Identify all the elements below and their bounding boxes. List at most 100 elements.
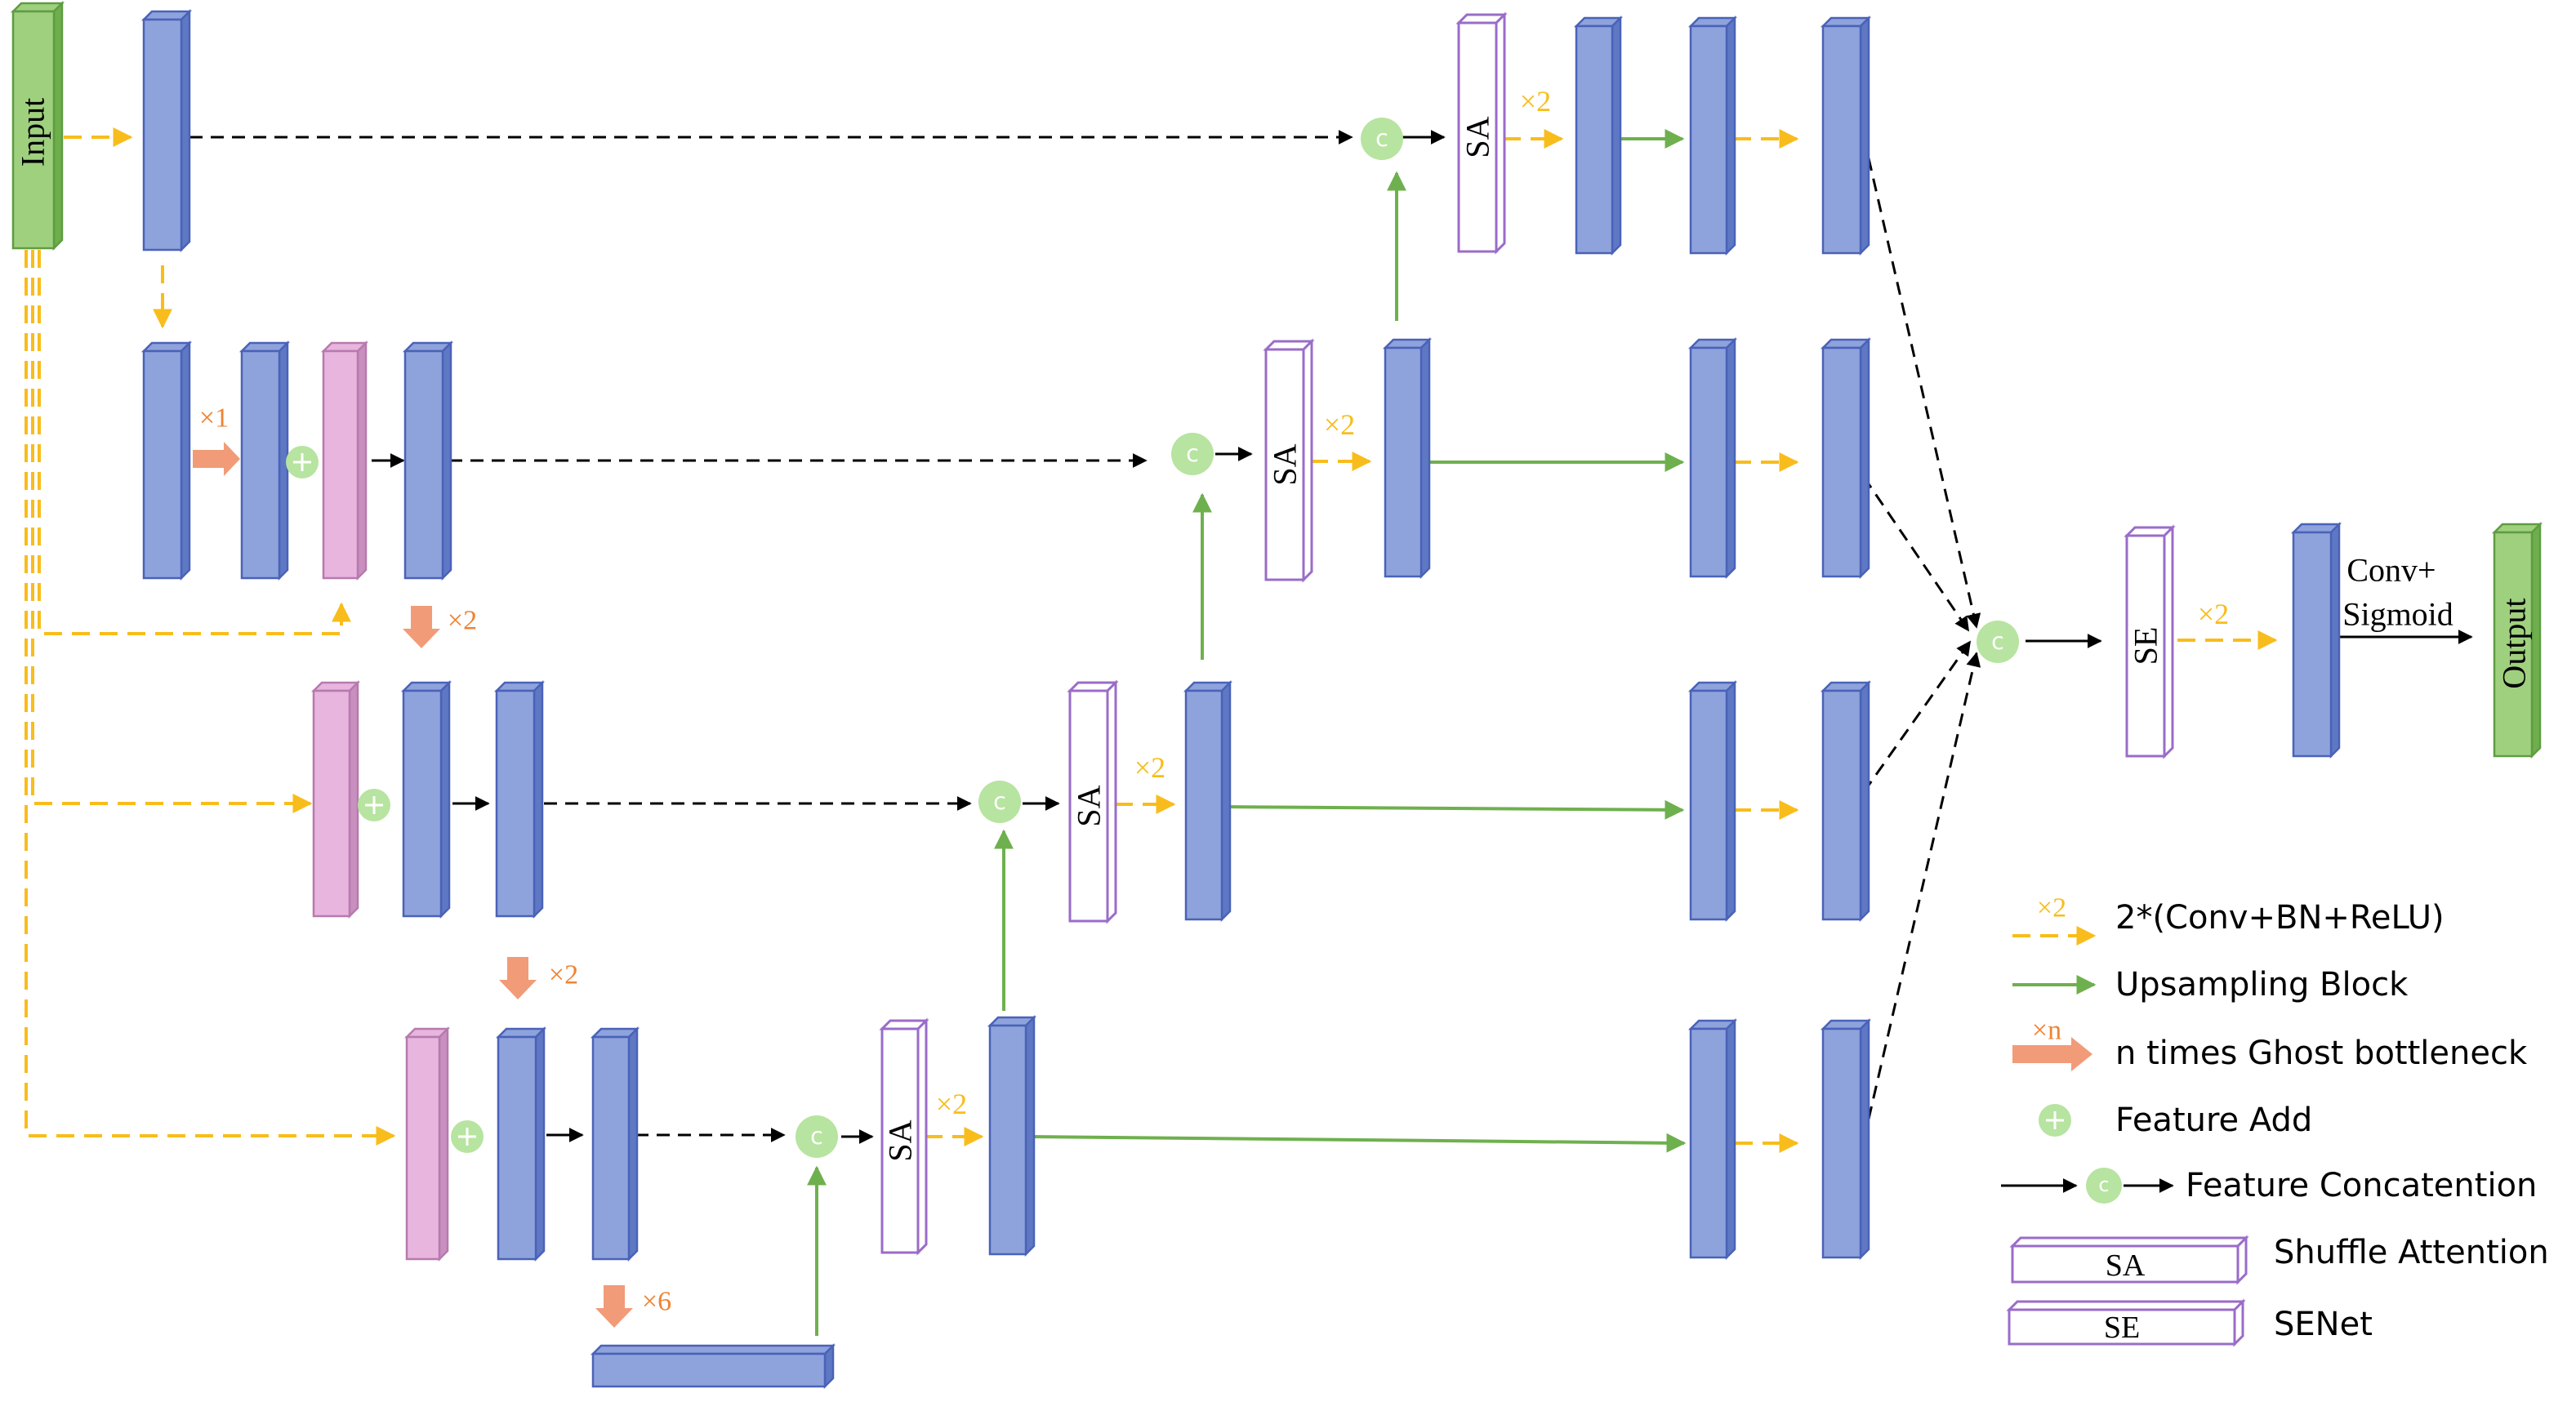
encoder-block-2c-front [403, 349, 444, 580]
legend-ghost-text: n times Ghost bottleneck [2115, 1035, 2528, 1072]
conv-times-row4: ×2 [936, 1088, 967, 1120]
decoder-block-2c [1820, 336, 1872, 580]
decoder-block-3a-front [1184, 689, 1223, 921]
encoder-block-1 [140, 8, 193, 253]
add-node-row4 [451, 1120, 484, 1153]
sa-block-row4-label: SA [882, 1119, 919, 1161]
ghost-block-4-front [405, 1035, 441, 1261]
encoder-block-3b [493, 679, 546, 919]
encoder-block-4a-front [497, 1035, 537, 1261]
legend-ghost-times: ×n [2032, 1016, 2061, 1046]
decoder-block-4c-side [1859, 1017, 1870, 1261]
encoder-block-3b-front [495, 689, 536, 918]
legend-sa-label: SA [2106, 1248, 2146, 1283]
decoder-block-3b-side [1725, 679, 1736, 923]
concat-node-row2-symbol: c [1186, 439, 1199, 467]
ghost-block-4 [403, 1026, 451, 1262]
sa-block-row4-front [880, 1027, 920, 1254]
concat-node-row1-circle [1361, 118, 1403, 160]
ghost-label-x1: ×1 [199, 403, 229, 434]
output-block [2491, 521, 2543, 759]
decoder-block-3b-front [1689, 689, 1728, 921]
decoder-block-1c-front [1821, 24, 1862, 255]
decoder-block-3a-side [1220, 679, 1232, 923]
decoder-block-4b [1687, 1017, 1738, 1261]
diagram-labels: InputOutput×2×2×2×2×2×1×2×2×6Conv+Sigmoi… [15, 85, 2533, 1317]
legend-sa-block: SA [2009, 1235, 2249, 1285]
decoder-block-2c-side [1859, 336, 1870, 580]
legend-se-block: SE [2006, 1298, 2246, 1347]
head-block-side [2329, 521, 2341, 759]
encoder-block-2c [402, 340, 454, 581]
ghost-label-row2: ×2 [448, 606, 477, 636]
decoder-block-2b [1687, 336, 1738, 580]
ghost-arrow-down-row3 [499, 957, 537, 999]
head-block-front [2292, 531, 2333, 758]
legend-concat-circle [2086, 1168, 2122, 1204]
encoder-block-2c-side [441, 340, 452, 581]
decoder-block-3c [1820, 679, 1872, 923]
encoder-block-2a-side [180, 340, 191, 581]
concat-node-row4-symbol: c [810, 1122, 823, 1150]
sa-block-row2: SA [1263, 338, 1315, 583]
encoder-block-2a [140, 340, 193, 581]
encoder-block-1-side [180, 8, 191, 253]
concat-node-row1-symbol: c [1375, 124, 1388, 152]
decoder-block-1a-side [1611, 15, 1622, 256]
legend-sa-front [2011, 1244, 2240, 1284]
decoder-block-1b-front [1689, 24, 1728, 255]
encoder-block-4b [590, 1026, 640, 1262]
ghost-label-row3: ×2 [549, 960, 578, 990]
encoder-block-2a-front [142, 349, 183, 580]
head-block [2290, 521, 2342, 759]
arrow-up-row4 [1028, 1133, 1687, 1153]
conv-times-row1: ×2 [1520, 85, 1551, 118]
encoder-block-4a-side [534, 1026, 546, 1262]
connection-arrows [25, 127, 2473, 1336]
se-block: SE [2124, 524, 2176, 759]
sa-block-row2-front [1264, 348, 1305, 581]
legend-se-label: SE [2104, 1311, 2140, 1345]
conv-times-head: ×2 [2198, 598, 2229, 630]
concat-node-row4: c [796, 1115, 838, 1158]
decoder-block-2a-front [1384, 346, 1423, 578]
input-block-front [11, 10, 56, 250]
bottleneck-block-front [591, 1352, 827, 1388]
decoder-block-2b-front [1689, 346, 1728, 578]
concat-node-final: c [1977, 621, 2019, 663]
se-block-front [2125, 534, 2166, 758]
decoder-block-1a [1573, 15, 1624, 256]
ghost-block-3-front [312, 689, 351, 918]
encoder-block-2b-front [240, 349, 281, 580]
concat-node-row2: c [1171, 433, 1214, 475]
sa-block-row3-front [1068, 689, 1109, 923]
decoder-block-2b-side [1725, 336, 1736, 580]
input-block-side [52, 0, 64, 251]
legend-se-text: SENet [2274, 1306, 2373, 1343]
concat-node-row2-circle [1171, 433, 1214, 475]
decoder-block-3c-side [1859, 679, 1870, 923]
input-block [10, 0, 65, 251]
decoder-block-4c [1820, 1017, 1872, 1261]
encoder-block-3a-side [439, 679, 451, 919]
concat-node-final-circle [1977, 621, 2019, 663]
decoder-block-1b-side [1725, 15, 1736, 256]
sa-block-row1-front [1457, 21, 1498, 253]
decoder-block-4a-front [988, 1024, 1027, 1256]
concat-node-row3-circle [978, 781, 1021, 823]
skip-line-level4 [25, 250, 394, 1137]
head-label-line2: Sigmoid [2342, 596, 2453, 633]
ghost-label-row4: ×6 [642, 1287, 671, 1317]
legend-se-front [2008, 1308, 2236, 1346]
decoder-block-1a-front [1575, 24, 1614, 255]
concat-node-row4-circle [796, 1115, 838, 1158]
legend-add-node [2039, 1104, 2071, 1137]
ghost-block-2-side [356, 340, 368, 581]
arrow-merge-row4 [1862, 652, 1981, 1141]
concat-node-row1: c [1361, 118, 1403, 160]
head-label-line1: Conv+ [2346, 552, 2436, 589]
output-block-side [2530, 521, 2542, 759]
input-label: Input [15, 98, 51, 167]
